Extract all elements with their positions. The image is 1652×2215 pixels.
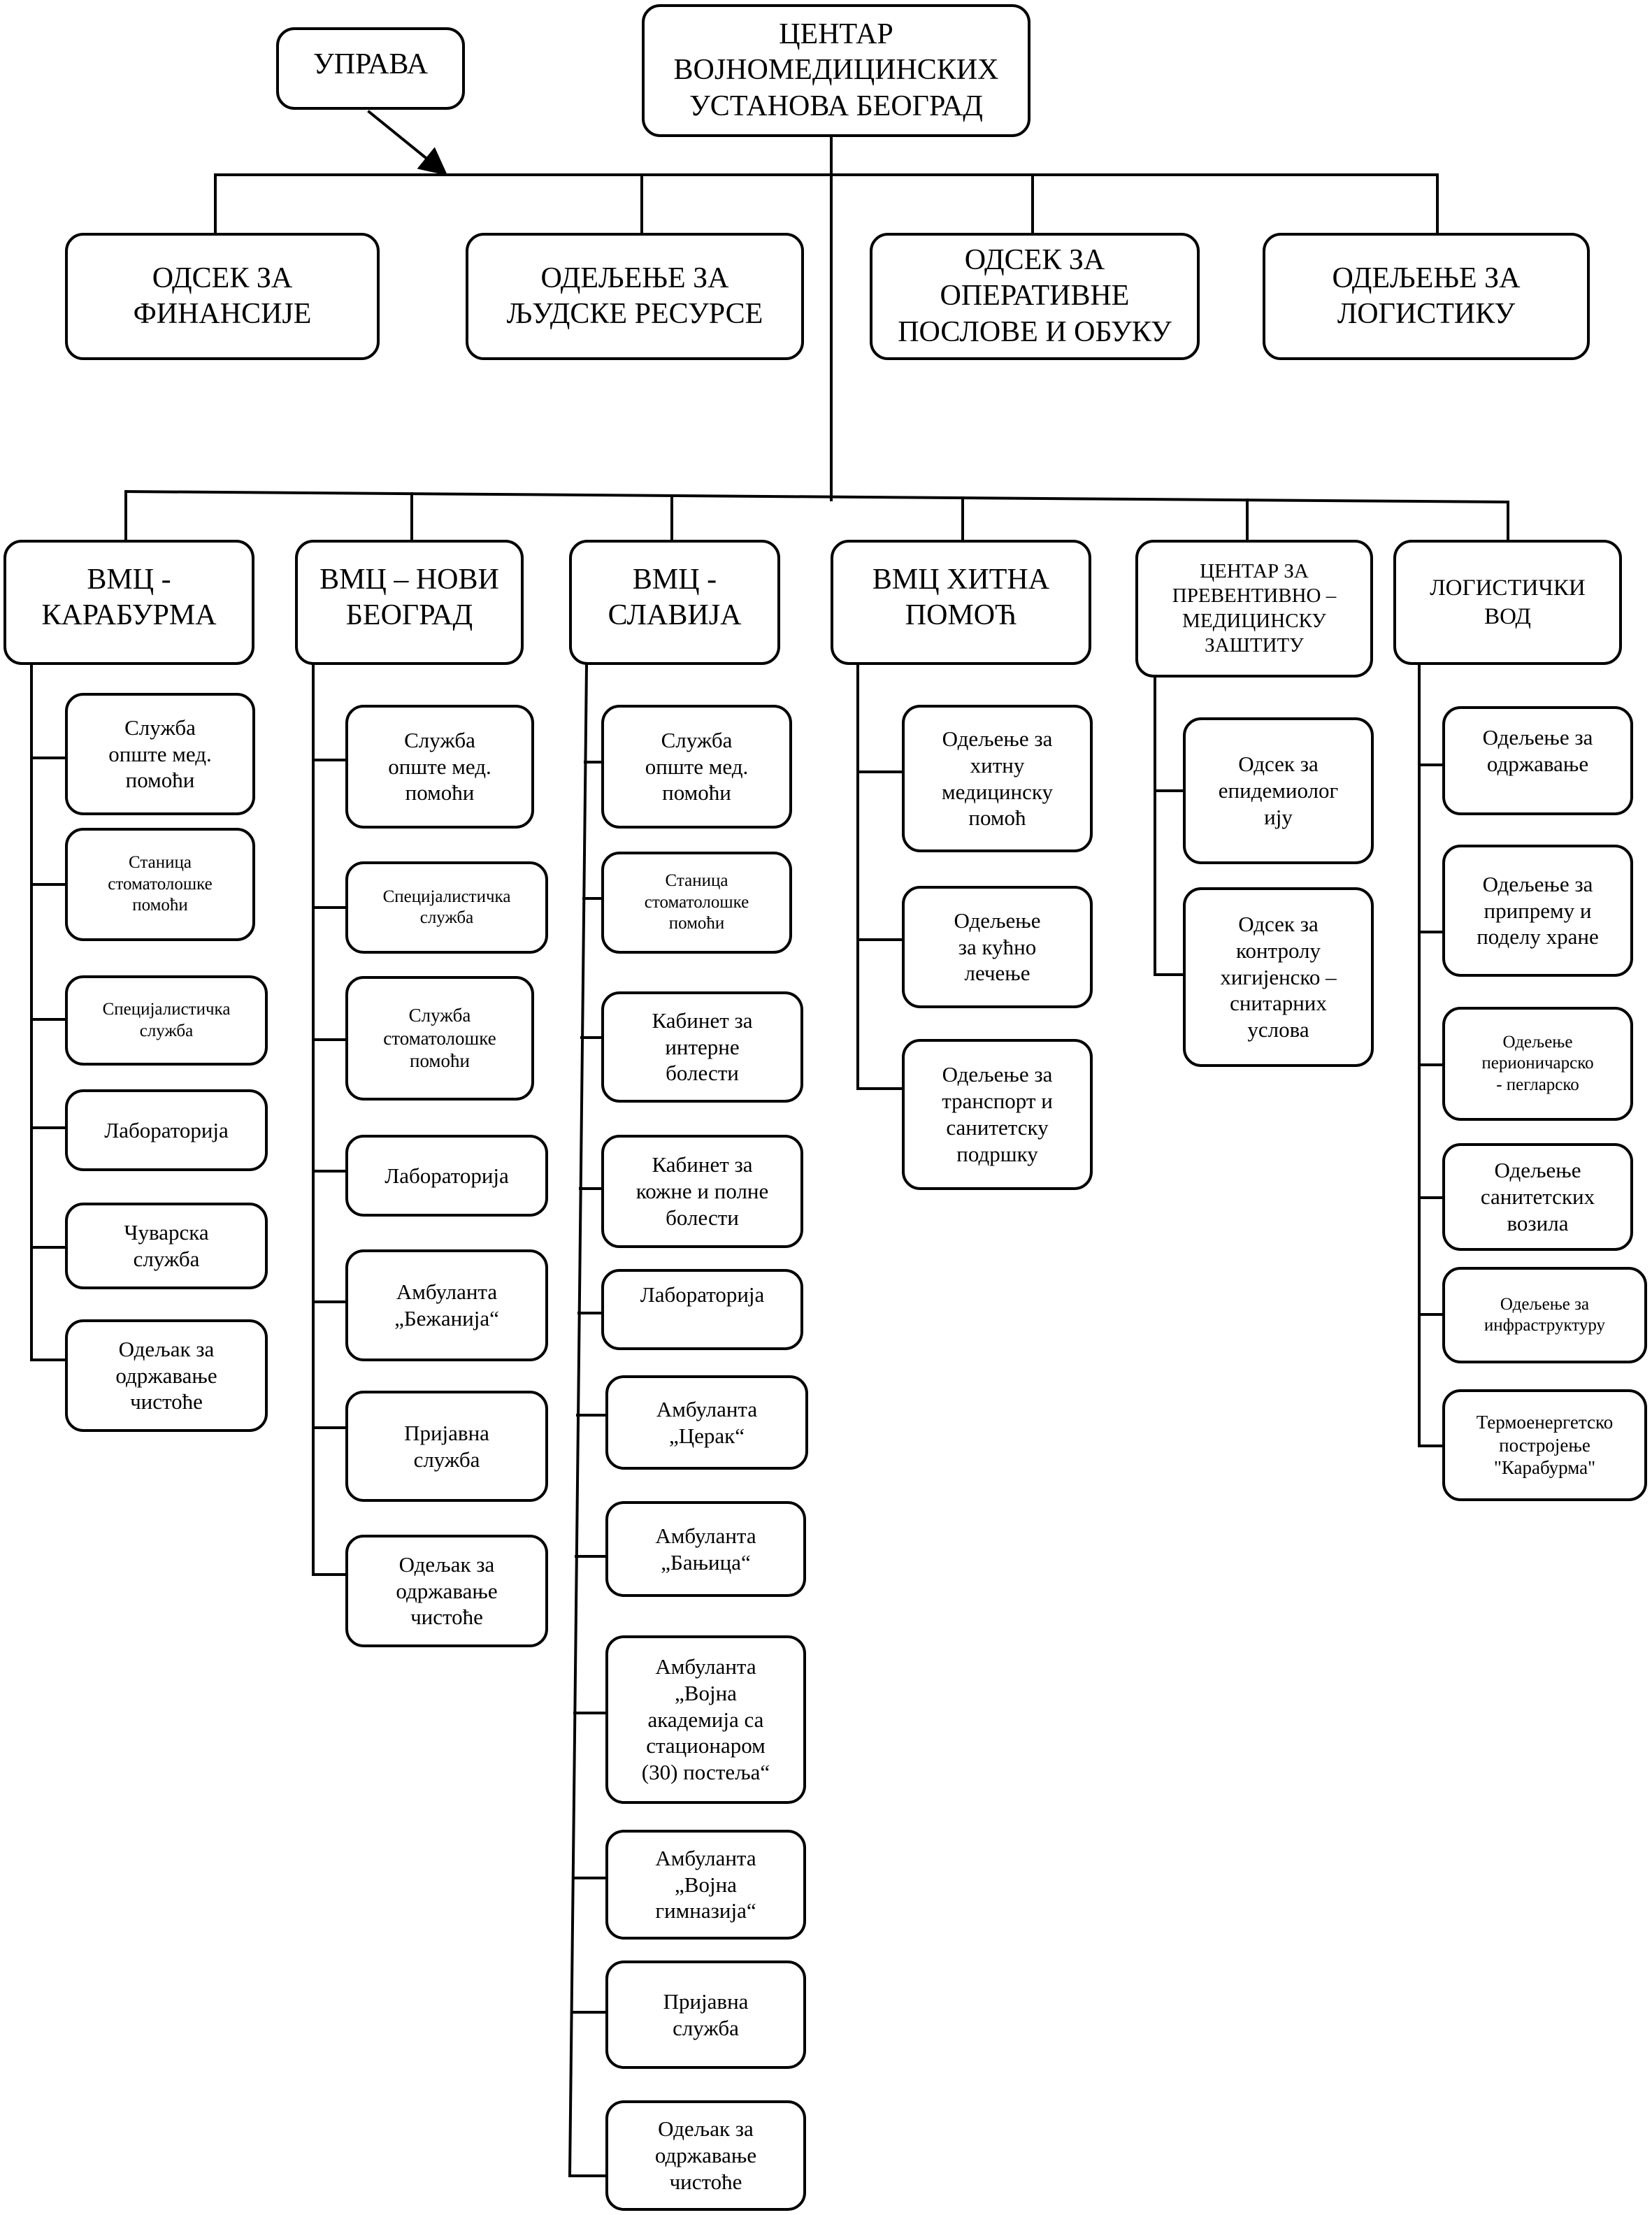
branch-6-unit-3: Одељење перионичарско - пегларско <box>1442 1007 1633 1121</box>
branch-6-unit-5: Одељење за инфраструктуру <box>1442 1267 1647 1363</box>
root-label: ЦЕНТАР ВОЈНОМЕДИЦИНСКИХ УСТАНОВА БЕОГРАД <box>673 18 999 122</box>
branch-3-unit-4: Кабинет за кожне и полне болести <box>601 1135 803 1248</box>
branch-1-unit-6: Одељак за одржавање чистоће <box>65 1319 268 1432</box>
branch-3-unit-11: Одељак за одржавање чистоће <box>605 2100 806 2211</box>
branch-2-unit-7: Одељак за одржавање чистоће <box>345 1535 548 1647</box>
branch-header-2: ВМЦ – НОВИ БЕОГРАД <box>295 540 524 665</box>
branch-2-unit-2: Специјалистичка служба <box>345 861 548 954</box>
branch-6-unit-1: Одељење за одржавање <box>1442 706 1633 815</box>
branch-1-unit-1: Служба опште мед. помоћи <box>65 693 255 815</box>
management-label: УПРАВА <box>313 48 429 80</box>
staff-unit-hr: ОДЕЉЕЊЕ ЗА ЉУДСКЕ РЕСУРСЕ <box>466 233 804 360</box>
branch-1-unit-4: Лабораторија <box>65 1089 268 1171</box>
branch-3-unit-3: Кабинет за интерне болести <box>601 991 803 1103</box>
staff-unit-finance: ОДСЕК ЗА ФИНАНСИЈЕ <box>65 233 380 360</box>
management-arrow <box>367 110 448 176</box>
management-node: УПРАВА <box>276 27 465 110</box>
branch-header-3: ВМЦ - СЛАВИЈА <box>569 540 780 665</box>
spine-3 <box>568 663 589 2178</box>
branch-5-unit-1: Одсек за епидемиолог ију <box>1183 717 1374 864</box>
root-node: ЦЕНТАР ВОЈНОМЕДИЦИНСКИХ УСТАНОВА БЕОГРАД <box>642 4 1030 137</box>
branch-4-unit-3: Одељење за транспорт и санитетску подршк… <box>902 1039 1093 1190</box>
branch-3-unit-6: Амбуланта „Церак“ <box>605 1375 808 1470</box>
branch-2-unit-4: Лабораторија <box>345 1135 548 1217</box>
branch-6-unit-6: Термоенергетско постројење "Карабурма" <box>1442 1389 1647 1501</box>
branch-header-4: ВМЦ ХИТНА ПОМОЋ <box>831 540 1091 665</box>
branch-3-unit-8: Амбуланта „Војна академија са стационаро… <box>605 1635 806 1804</box>
branch-6-unit-4: Одељење санитетских возила <box>1442 1143 1633 1251</box>
branch-2-unit-5: Амбуланта „Бежанија“ <box>345 1249 548 1361</box>
branch-1-unit-3: Специјалистичка служба <box>65 975 268 1066</box>
branch-2-unit-3: Служба стоматолошке помоћи <box>345 976 534 1101</box>
staff-unit-logistics: ОДЕЉЕЊЕ ЗА ЛОГИСТИКУ <box>1263 233 1590 360</box>
branch-3-unit-5: Лабораторија <box>601 1269 803 1350</box>
branch-3-unit-1: Служба опште мед. помоћи <box>601 705 792 829</box>
branch-1-unit-5: Чуварска служба <box>65 1203 268 1289</box>
branch-3-unit-10: Пријавна служба <box>605 1960 806 2069</box>
branch-3-unit-2: Станица стоматолошке помоћи <box>601 852 792 954</box>
branch-3-unit-7: Амбуланта „Бањица“ <box>605 1501 806 1597</box>
branch-5-unit-2: Одсек за контролу хигијенско – снитарних… <box>1183 887 1374 1067</box>
branch-2-unit-1: Служба опште мед. помоћи <box>345 705 534 829</box>
branch-header-6: ЛОГИСТИЧКИ ВОД <box>1393 540 1622 665</box>
branch-3-unit-9: Амбуланта „Војна гимназија“ <box>605 1830 806 1940</box>
branch-4-unit-1: Одељење за хитну медицинску помоћ <box>902 705 1093 852</box>
branch-4-unit-2: Одељење за кућно лечење <box>902 886 1093 1008</box>
branch-bus <box>124 489 1510 504</box>
branch-2-unit-6: Пријавна служба <box>345 1391 548 1502</box>
staff-unit-operations: ОДСЕК ЗА ОПЕРАТИВНЕ ПОСЛОВЕ И ОБУКУ <box>870 233 1200 360</box>
branch-header-1: ВМЦ - КАРАБУРМА <box>3 540 254 665</box>
branch-1-unit-2: Станица стоматолошке помоћи <box>65 828 255 941</box>
branch-header-5: ЦЕНТАР ЗА ПРЕВЕНТИВНО – МЕДИЦИНСКУ ЗАШТИ… <box>1135 540 1373 678</box>
branch-6-unit-2: Одељење за припрему и поделу хране <box>1442 845 1633 977</box>
